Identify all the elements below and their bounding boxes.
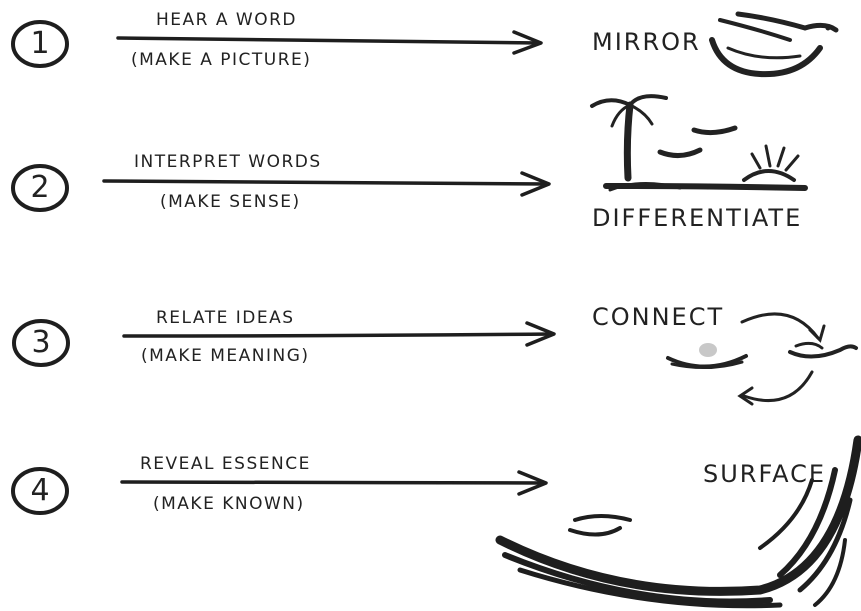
step-4-outcome: SURFACE [703, 460, 826, 488]
step-2-number: 2 [30, 170, 50, 205]
step-4-arrow [120, 480, 547, 485]
step-3-outcome: CONNECT [592, 303, 725, 331]
step-2-arrowhead [520, 171, 551, 197]
step-1-number: 1 [30, 26, 50, 61]
step-2-sub: (MAKE SENSE) [160, 192, 301, 212]
wave-icon [495, 435, 861, 609]
step-2-arrow [102, 179, 550, 186]
step-3-arrowhead [525, 321, 556, 347]
landscape-icon [590, 94, 808, 192]
step-4-action: REVEAL ESSENCE [140, 454, 311, 474]
step-2-outcome: DIFFERENTIATE [592, 204, 803, 232]
step-1-circle [11, 20, 69, 68]
step-1-arrow [116, 36, 542, 45]
step-1-sub: (MAKE A PICTURE) [131, 50, 312, 70]
step-4-sub: (MAKE KNOWN) [153, 494, 305, 514]
bird-icon [709, 11, 839, 78]
step-3-number: 3 [31, 325, 51, 360]
step-3-arrow [122, 332, 555, 338]
step-2-action: INTERPRET WORDS [134, 152, 322, 172]
step-1-outcome: MIRROR [592, 28, 701, 56]
step-4-number: 4 [30, 473, 50, 508]
step-3-action: RELATE IDEAS [156, 308, 295, 328]
step-1-action: HEAR A WORD [156, 10, 297, 30]
nest-cycle-icon [666, 312, 858, 406]
step-3-sub: (MAKE MEANING) [141, 346, 310, 366]
step-1-arrowhead [512, 30, 543, 55]
step-4-circle [11, 467, 69, 515]
step-4-arrowhead [517, 470, 548, 496]
step-3-circle [12, 319, 70, 367]
step-2-circle [11, 164, 69, 212]
